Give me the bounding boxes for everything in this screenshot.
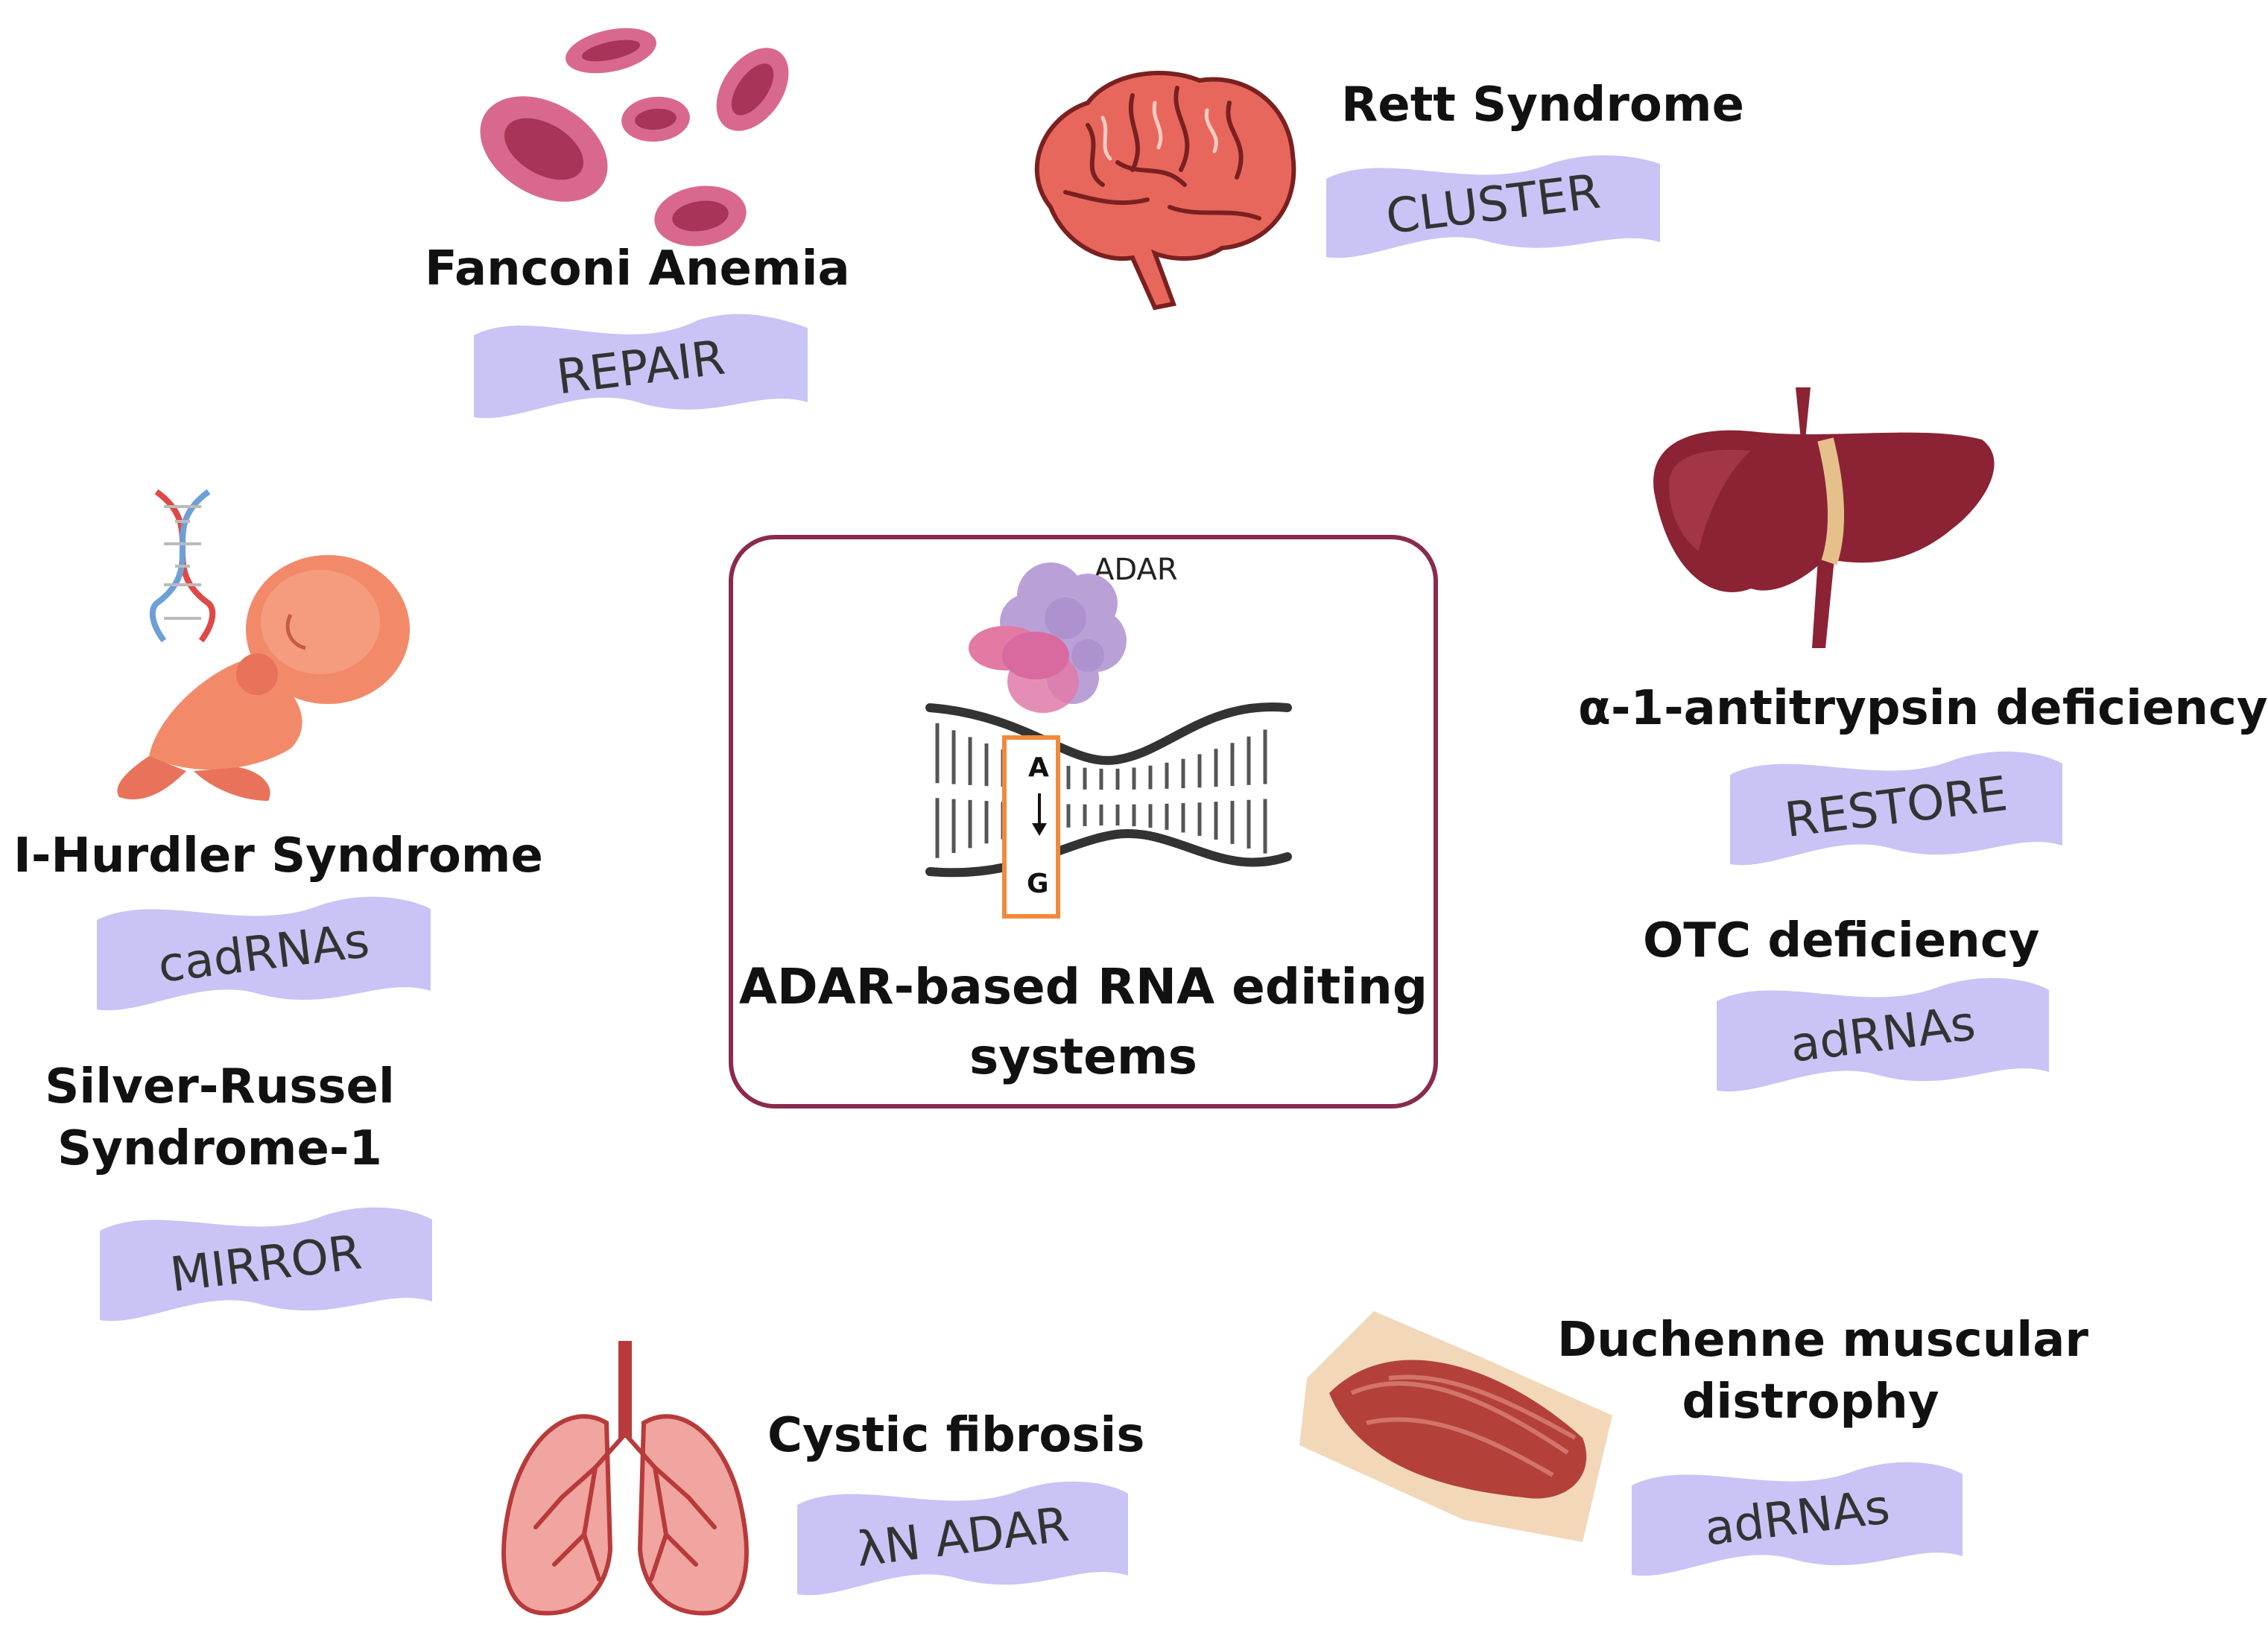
system-ribbon-restore: RESTORE bbox=[1730, 745, 2062, 870]
disease-name-dmd-line1: Duchenne muscular bbox=[1557, 1313, 2088, 1368]
disease-name-rett: Rett Syndrome bbox=[1341, 77, 1744, 133]
disease-name-silver-line1: Silver-Russel bbox=[45, 1059, 395, 1114]
base-g: G bbox=[1027, 869, 1049, 899]
base-a: A bbox=[1028, 752, 1049, 783]
lungs-icon bbox=[495, 1341, 756, 1624]
disease-name-dmd-line2: distrophy bbox=[1682, 1374, 1939, 1430]
system-ribbon-cadrnas: cadRNAs bbox=[97, 890, 431, 1017]
muscle-icon bbox=[1285, 1296, 1627, 1564]
arrow-down-icon bbox=[1028, 790, 1051, 842]
liver-icon bbox=[1639, 380, 2004, 663]
adar-protein-icon bbox=[969, 551, 1147, 723]
red-blood-cells-icon bbox=[462, 15, 805, 253]
rna-strand-icon bbox=[922, 670, 1295, 924]
disease-name-fanconi: Fanconi Anemia bbox=[425, 241, 850, 296]
system-ribbon-lambda-adar: λN ADAR bbox=[797, 1475, 1128, 1600]
disease-name-silver-line2: Syndrome-1 bbox=[57, 1121, 382, 1177]
disease-name-dmd: Duchenne muscular distrophy bbox=[1557, 1310, 2088, 1433]
disease-name-otc: OTC deficiency bbox=[1643, 913, 2040, 968]
center-title: ADAR-based RNA editing systems bbox=[729, 952, 1438, 1091]
brain-icon bbox=[1021, 58, 1304, 311]
center-title-line2: systems bbox=[969, 1027, 1197, 1085]
disease-name-a1at: α-1-antitrypsin deficiency bbox=[1578, 681, 2268, 736]
system-ribbon-adrnas-dmd: adRNAs bbox=[1632, 1456, 1963, 1581]
system-ribbon-repair: REPAIR bbox=[474, 313, 808, 423]
system-ribbon-mirror: MIRROR bbox=[100, 1201, 432, 1328]
disease-name-silver: Silver-Russel Syndrome-1 bbox=[30, 1056, 410, 1180]
center-title-line1: ADAR-based RNA editing bbox=[738, 958, 1428, 1015]
disease-name-hurler: I-Hurdler Syndrome bbox=[13, 828, 543, 884]
system-ribbon-adrnas-otc: adRNAs bbox=[1717, 971, 2049, 1098]
system-ribbon-cluster: CLUSTER bbox=[1326, 149, 1660, 261]
disease-name-cf: Cystic fibrosis bbox=[767, 1408, 1145, 1463]
dna-icon bbox=[142, 489, 224, 643]
fetus-icon bbox=[104, 548, 432, 816]
